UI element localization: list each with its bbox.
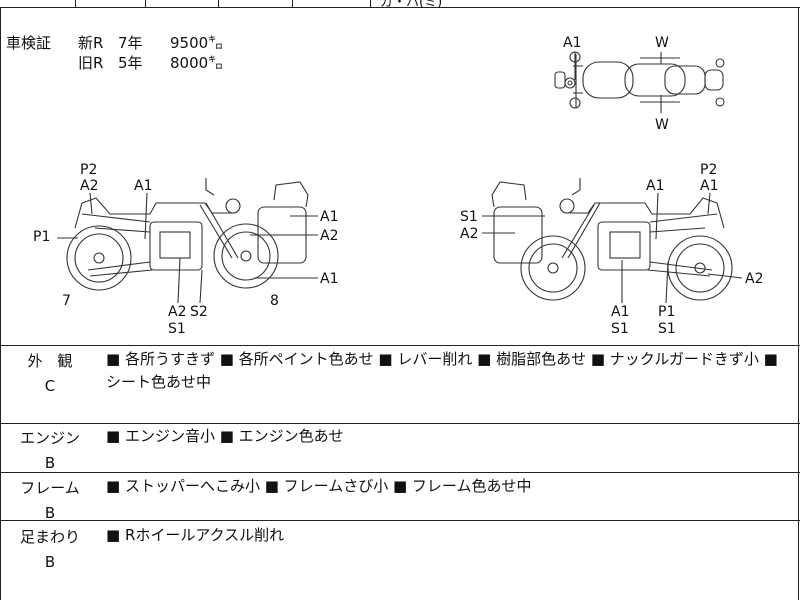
shaken-type-old: 旧R [78,54,104,72]
label-bottom-w: W [655,117,669,133]
label-left-a1-tank: A1 [134,178,152,194]
label-left-a2-engine: A2 [168,304,186,320]
label-right-p2: P2 [700,162,717,178]
label-left-a2-case: A2 [320,228,338,244]
section-exterior-grade: C [44,377,56,395]
section-suspension-grade: B [44,553,56,571]
section-frame-grade: B [44,504,56,522]
label-left-p1: P1 [33,229,50,245]
label-right-a1-engine: A1 [611,304,629,320]
shaken-years-old: 5年 [118,54,143,72]
section-suspension-notes: ■ Rホイールアクスル削れ [106,526,285,544]
cell-divider [370,0,371,7]
section-engine-grade: B [44,454,56,472]
label-right-a2-case: A2 [460,226,478,242]
label-left-s1: S1 [168,321,186,337]
label-left-a1-front: A1 [320,271,338,287]
damage-diagram: A1 W W P2 A2 A1 P1 A1 A2 A1 7 8 A2 S2 S1… [33,35,763,337]
label-right-s1-engine: S1 [611,321,629,337]
row-divider [0,345,800,346]
inspection-sheet-frame [0,7,799,600]
label-right-a1-tank: A1 [646,178,664,194]
section-exterior-notes: ■ 各所うすきず ■ 各所ペイント色あせ ■ レバー削れ ■ 樹脂部色あせ ■ … [106,350,778,391]
section-exterior: 外 観 C [0,350,100,395]
shaken-label: 車検証 [6,34,52,52]
section-suspension: 足まわり B [0,526,100,571]
shaken-years-new: 7年 [118,34,143,52]
shaken-price-new: 9500㌔ [170,34,224,52]
cell-divider [218,0,219,7]
label-left-p2: P2 [80,162,97,178]
label-top-a1: A1 [563,35,581,51]
motorcycle-top-view [554,51,725,113]
top-table-strip: ガ・ハ(ミ) [0,0,800,10]
label-left-a2-rear: A2 [80,178,98,194]
label-left-s2: S2 [190,304,208,320]
label-top-w: W [655,35,669,51]
section-frame: フレーム B [0,477,100,522]
section-exterior-name: 外 観 [27,352,73,370]
label-left-num-7: 7 [62,293,71,309]
cell-divider [292,0,293,7]
label-right-s1-p1: S1 [658,321,676,337]
section-frame-name: フレーム [20,479,80,497]
cell-divider [75,0,76,7]
section-engine: エンジン B [0,427,100,472]
shaken-price-old: 8000㌔ [170,54,224,72]
motorcycle-left-view [57,178,318,304]
cell-divider [145,0,146,7]
section-engine-notes: ■ エンジン音小 ■ エンジン色あせ [106,427,344,445]
section-frame-notes: ■ ストッパーへこみ小 ■ フレームさび小 ■ フレーム色あせ中 [106,477,532,495]
motorcycle-right-view [482,178,743,304]
label-right-p1: P1 [658,304,675,320]
label-left-num-8: 8 [270,293,279,309]
cut-off-text: ガ・ハ(ミ) [380,0,443,10]
shaken-type-new: 新R [78,34,104,52]
row-divider [0,423,800,424]
row-divider [0,472,800,473]
row-divider [0,520,800,521]
label-right-a1-rear: A1 [700,178,718,194]
label-right-a2-wheel: A2 [745,271,763,287]
label-right-s1-case: S1 [460,209,478,225]
section-suspension-name: 足まわり [19,528,80,546]
label-left-a1-case: A1 [320,209,338,225]
section-engine-name: エンジン [19,429,80,447]
